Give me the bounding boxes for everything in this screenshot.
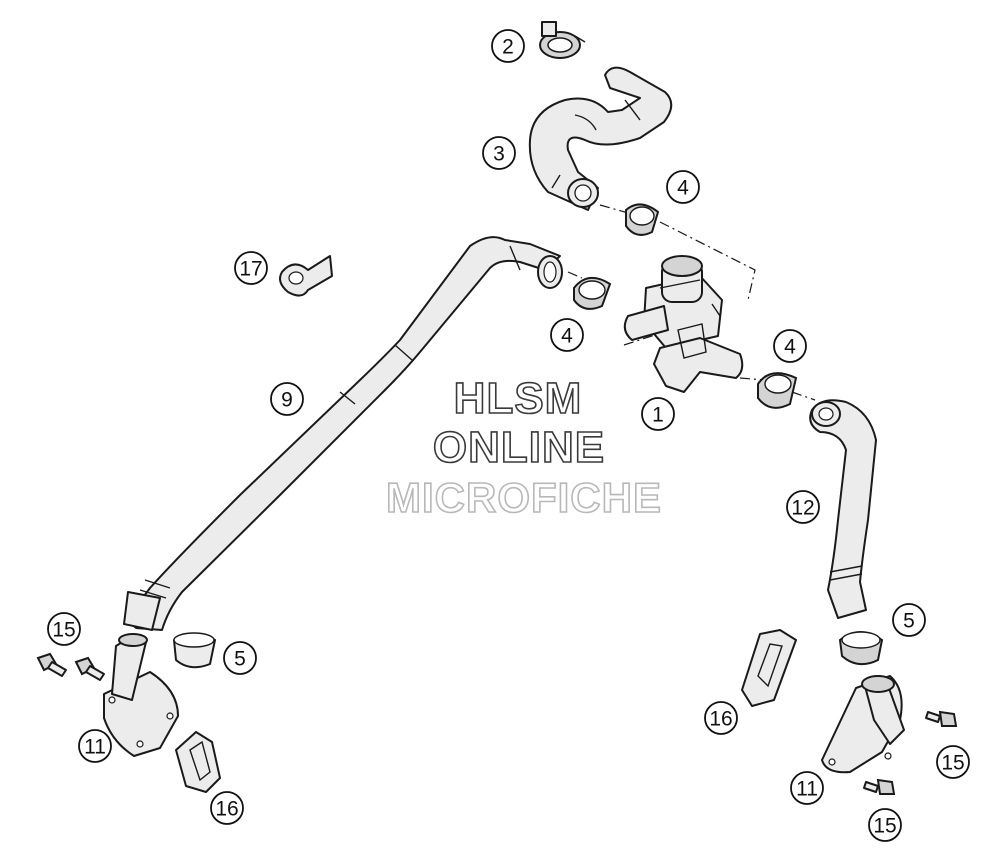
callout-4-middle: 4 [550, 318, 584, 352]
callout-9-label: 9 [281, 389, 293, 412]
callout-15-left-label: 15 [52, 619, 75, 642]
callout-2-label: 2 [502, 36, 514, 59]
callout-16-right-label: 16 [709, 708, 732, 731]
hose-clamp-upper [625, 203, 660, 236]
bolt-left-1 [36, 652, 67, 677]
callout-11-right: 11 [790, 771, 824, 805]
callout-15-left: 15 [47, 612, 81, 646]
bolt-left-2 [74, 656, 105, 681]
callout-16-left: 16 [210, 791, 244, 825]
callout-11-left-label: 11 [84, 736, 106, 759]
reed-plate-right [741, 629, 797, 707]
callout-5-right-label: 5 [903, 610, 915, 633]
air-valve [623, 255, 744, 393]
reed-plate-left [175, 731, 221, 793]
reed-valve-cover-left [103, 633, 179, 757]
sleeve-left [173, 632, 216, 669]
watermark-line-3: MICROFICHE [386, 474, 662, 521]
callout-2: 2 [491, 29, 525, 63]
callout-5-right: 5 [892, 603, 926, 637]
watermark-line-2: ONLINE [433, 423, 605, 472]
callout-4-right-label: 4 [784, 336, 796, 359]
watermark: HLSM ONLINE MICROFICHE [385, 373, 662, 522]
callout-12-label: 12 [791, 497, 814, 520]
hose-clamp-right [757, 372, 798, 409]
bent-hose-right [809, 399, 877, 619]
callout-16-right: 16 [704, 701, 738, 735]
callout-3: 3 [482, 136, 516, 170]
callout-4-middle-label: 4 [561, 325, 573, 348]
long-hose-left [123, 236, 563, 631]
callout-9: 9 [270, 382, 304, 416]
bolt-right-2 [863, 778, 896, 795]
callout-16-left-label: 16 [215, 798, 238, 821]
bolt-right-1 [925, 710, 958, 727]
watermark-line-1: HLSM [454, 374, 583, 423]
hose-clamp-middle [573, 277, 612, 310]
callout-12: 12 [786, 490, 820, 524]
callout-1-label: 1 [652, 404, 664, 427]
callout-15-right-lower: 15 [868, 808, 902, 842]
callout-11-left: 11 [78, 729, 112, 763]
callout-5-left: 5 [223, 641, 257, 675]
callout-4-right: 4 [773, 329, 807, 363]
callout-15-right-lower-label: 15 [873, 815, 896, 838]
callout-4-upper-label: 4 [677, 177, 689, 200]
hose-clamp-lower-right [838, 631, 884, 666]
callout-4-upper: 4 [666, 170, 700, 204]
callout-5-left-label: 5 [234, 648, 246, 671]
callouts: 1 2 3 4 4 4 5 5 [47, 29, 970, 842]
callout-15-right-upper-label: 15 [941, 752, 964, 775]
reed-valve-cover-right [821, 675, 905, 774]
callout-17-label: 17 [239, 258, 262, 281]
upper-hose [528, 66, 673, 211]
callout-17: 17 [234, 251, 268, 285]
callout-15-right-upper: 15 [936, 745, 970, 779]
hose-clip [279, 255, 333, 297]
callout-1: 1 [641, 397, 675, 431]
hose-clamp-top [539, 21, 586, 59]
callout-3-label: 3 [493, 143, 505, 166]
callout-11-right-label: 11 [796, 778, 818, 801]
